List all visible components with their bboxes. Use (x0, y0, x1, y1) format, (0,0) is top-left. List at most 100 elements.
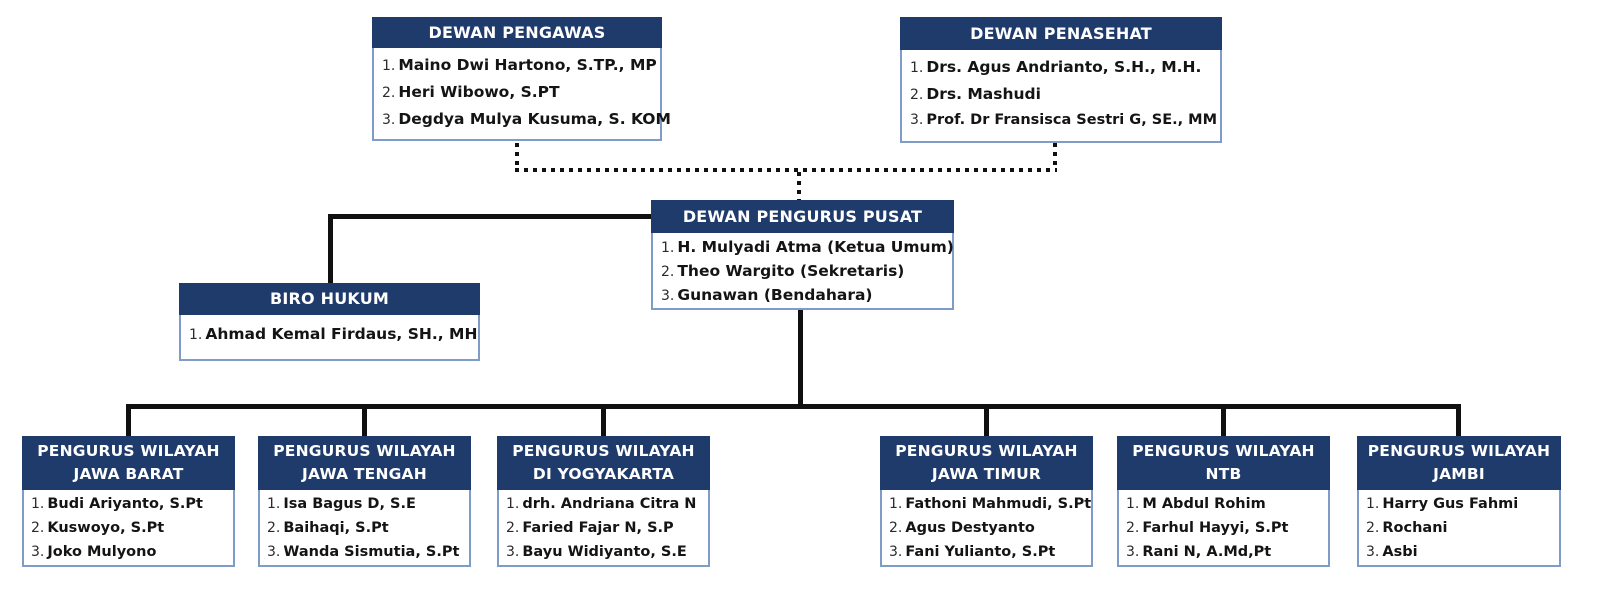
connector-drop-di-yogyakarta (601, 407, 606, 436)
member-number: 3. (506, 544, 520, 560)
box-header: PENGURUS WILAYAH NTB (1117, 436, 1330, 490)
member-row: 2. Kuswoyo, S.Pt (31, 520, 227, 544)
member-name: Agus Destyanto (905, 520, 1035, 536)
box-title: BIRO HUKUM (269, 289, 390, 308)
connector-drop-jawa-barat (126, 407, 131, 436)
member-name: Rochani (1382, 520, 1448, 536)
member-name: Rani N, A.Md,Pt (1142, 544, 1272, 560)
box-header: BIRO HUKUM (179, 283, 480, 315)
member-row: 3. Bayu Widiyanto, S.E (506, 544, 702, 568)
member-number: 2. (910, 87, 924, 103)
member-name: Theo Wargito (Sekretaris) (677, 262, 905, 280)
box-body: 1. Isa Bagus D, S.E 2. Baihaqi, S.Pt 3. … (258, 490, 471, 567)
member-row: 1. Fathoni Mahmudi, S.Pt (889, 496, 1091, 520)
member-number: 3. (910, 112, 924, 128)
box-header: PENGURUS WILAYAH DI YOGYAKARTA (497, 436, 710, 490)
member-row: 3. Joko Mulyono (31, 544, 227, 568)
box-title: DEWAN PENGAWAS (428, 22, 606, 42)
member-name: Heri Wibowo, S.PT (398, 83, 560, 101)
member-number: 3. (1126, 544, 1140, 560)
org-box-pengurus-wilayah-jambi: PENGURUS WILAYAH JAMBI 1. Harry Gus Fahm… (1357, 436, 1561, 567)
member-row: 1. drh. Andriana Citra N (506, 496, 702, 520)
member-row: 3. Gunawan (Bendahara) (661, 286, 946, 310)
box-title-line2: JAWA BARAT (73, 465, 184, 483)
org-box-dewan-pengurus-pusat: DEWAN PENGURUS PUSAT 1. H. Mulyadi Atma … (651, 200, 954, 310)
member-number: 3. (267, 544, 281, 560)
connector-dotted-to-pusat (797, 172, 801, 200)
member-row: 1. Harry Gus Fahmi (1366, 496, 1553, 520)
org-box-pengurus-wilayah-jawa-tengah: PENGURUS WILAYAH JAWA TENGAH 1. Isa Bagu… (258, 436, 471, 567)
member-name: Fathoni Mahmudi, S.Pt (905, 496, 1092, 512)
box-title-line2: JAWA TENGAH (302, 465, 427, 483)
member-number: 1. (506, 496, 520, 512)
member-row: 2. Faried Fajar N, S.P (506, 520, 702, 544)
box-header: DEWAN PENGURUS PUSAT (651, 200, 954, 233)
box-body: 1. Harry Gus Fahmi 2. Rochani 3. Asbi (1357, 490, 1561, 567)
member-number: 1. (889, 496, 903, 512)
member-number: 1. (189, 327, 203, 343)
member-number: 1. (910, 60, 924, 76)
org-box-biro-hukum: BIRO HUKUM 1. Ahmad Kemal Firdaus, SH., … (179, 283, 480, 361)
connector-wilayah-horizontal (126, 404, 1461, 409)
box-body: 1. drh. Andriana Citra N 2. Faried Fajar… (497, 490, 710, 567)
member-row: 2. Baihaqi, S.Pt (267, 520, 463, 544)
member-name: Fani Yulianto, S.Pt (905, 544, 1056, 560)
member-row: 1. Budi Ariyanto, S.Pt (31, 496, 227, 520)
member-number: 1. (661, 240, 675, 256)
connector-drop-ntb (1221, 407, 1226, 436)
member-name: Wanda Sismutia, S.Pt (283, 544, 460, 560)
member-name: Drs. Mashudi (926, 85, 1041, 103)
box-title-line1: PENGURUS WILAYAH (895, 442, 1078, 460)
member-name: Drs. Agus Andrianto, S.H., M.H. (926, 58, 1202, 76)
member-row: 2. Rochani (1366, 520, 1553, 544)
box-header: PENGURUS WILAYAH JAWA BARAT (22, 436, 235, 490)
box-title-line1: PENGURUS WILAYAH (37, 442, 220, 460)
member-name: Prof. Dr Fransisca Sestri G, SE., MM (926, 112, 1218, 128)
box-header: DEWAN PENASEHAT (900, 17, 1222, 50)
member-name: Farhul Hayyi, S.Pt (1142, 520, 1289, 536)
member-row: 3. Rani N, A.Md,Pt (1126, 544, 1322, 568)
connector-dotted-horizontal (515, 168, 1057, 172)
member-row: 3. Wanda Sismutia, S.Pt (267, 544, 463, 568)
connector-drop-jawa-tengah (362, 407, 367, 436)
member-row: 2. Heri Wibowo, S.PT (382, 83, 654, 110)
org-box-dewan-penasehat: DEWAN PENASEHAT 1. Drs. Agus Andrianto, … (900, 17, 1222, 143)
box-body: 1. Maino Dwi Hartono, S.TP., MP 2. Heri … (372, 48, 671, 141)
member-row: 1. Maino Dwi Hartono, S.TP., MP (382, 56, 657, 83)
member-name: Bayu Widiyanto, S.E (522, 544, 687, 560)
member-number: 2. (1126, 520, 1140, 536)
box-title-line2: NTB (1205, 465, 1242, 483)
org-box-dewan-pengawas: DEWAN PENGAWAS 1. Maino Dwi Hartono, S.T… (372, 17, 671, 141)
member-name: Harry Gus Fahmi (1382, 496, 1519, 512)
member-number: 2. (889, 520, 903, 536)
connector-drop-jambi (1456, 407, 1461, 436)
member-row: 1. M Abdul Rohim (1126, 496, 1322, 520)
connector-pusat-to-biro-vertical (328, 214, 333, 283)
member-row: 3. Asbi (1366, 544, 1553, 568)
org-box-pengurus-wilayah-jawa-barat: PENGURUS WILAYAH JAWA BARAT 1. Budi Ariy… (22, 436, 235, 567)
member-row: 2. Farhul Hayyi, S.Pt (1126, 520, 1322, 544)
member-row: 1. H. Mulyadi Atma (Ketua Umum) (661, 238, 954, 262)
member-row: 2. Drs. Mashudi (910, 85, 1214, 112)
member-name: M Abdul Rohim (1142, 496, 1266, 512)
box-header: DEWAN PENGAWAS (372, 17, 662, 48)
member-name: Budi Ariyanto, S.Pt (47, 496, 203, 512)
member-number: 3. (889, 544, 903, 560)
box-body: 1. Fathoni Mahmudi, S.Pt 2. Agus Destyan… (880, 490, 1093, 567)
member-row: 2. Agus Destyanto (889, 520, 1085, 544)
member-row: 3. Prof. Dr Fransisca Sestri G, SE., MM (910, 112, 1218, 139)
member-number: 3. (31, 544, 45, 560)
connector-dotted-pengawas (515, 143, 519, 170)
box-title-line1: PENGURUS WILAYAH (1132, 442, 1315, 460)
member-number: 1. (1126, 496, 1140, 512)
box-title-line1: PENGURUS WILAYAH (273, 442, 456, 460)
member-number: 2. (1366, 520, 1380, 536)
member-number: 1. (1366, 496, 1380, 512)
member-row: 2. Theo Wargito (Sekretaris) (661, 262, 946, 286)
org-box-pengurus-wilayah-jawa-timur: PENGURUS WILAYAH JAWA TIMUR 1. Fathoni M… (880, 436, 1093, 567)
box-body: 1. Budi Ariyanto, S.Pt 2. Kuswoyo, S.Pt … (22, 490, 235, 567)
member-name: Faried Fajar N, S.P (522, 520, 674, 536)
box-title: DEWAN PENGURUS PUSAT (682, 206, 923, 226)
connector-pusat-down (798, 309, 803, 407)
